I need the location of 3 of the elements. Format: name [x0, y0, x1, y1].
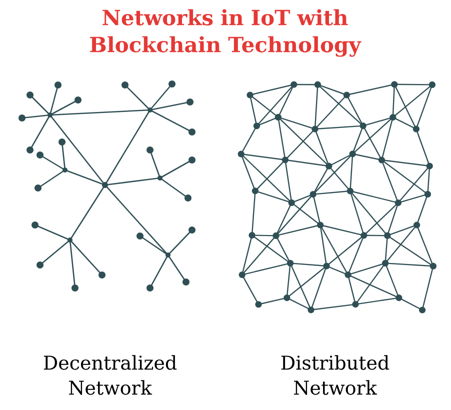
network-label: Decentralized Network	[44, 355, 177, 395]
network-label: Distributed Network	[281, 355, 390, 395]
title: Networks in IoT with Blockchain Technology	[90, 9, 362, 57]
